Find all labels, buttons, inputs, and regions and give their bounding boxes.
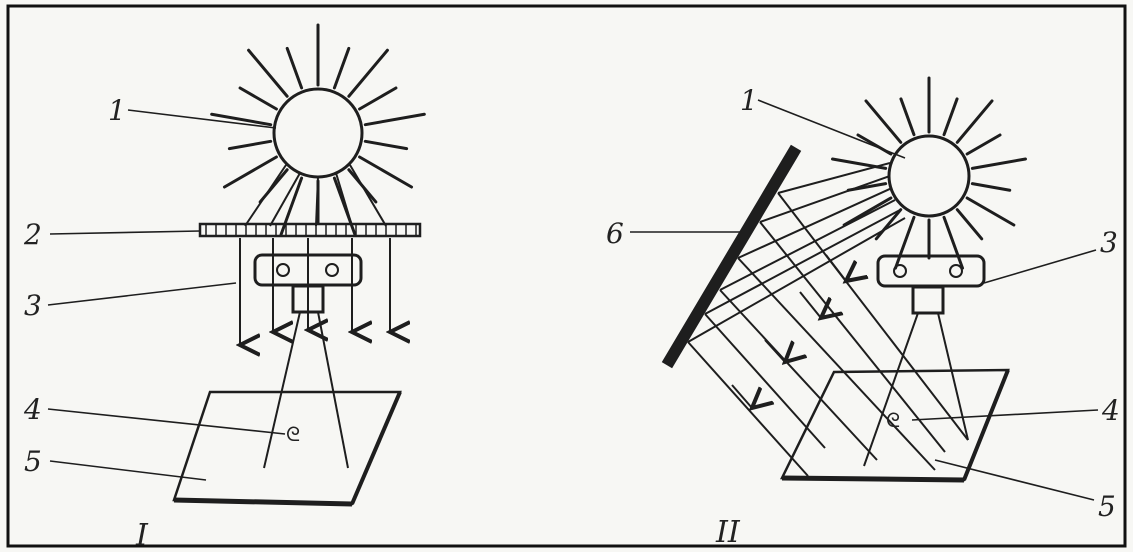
- reflector-mirror: [661, 144, 802, 369]
- reflected-rays-ii: [687, 192, 969, 477]
- sun-ii: [887, 134, 971, 218]
- sun-i: [272, 87, 364, 179]
- surface-ii: [780, 368, 1010, 483]
- incident-rays-ii: [687, 162, 906, 343]
- leader-lines-i: [47, 109, 286, 481]
- label-object-ii: 4: [1101, 394, 1120, 427]
- label-sun-ii: 1: [740, 84, 758, 117]
- label-camera-i: 3: [24, 289, 42, 322]
- frame: [6, 4, 1127, 548]
- surface-i: [172, 390, 402, 507]
- camera-i: [253, 253, 363, 469]
- label-sun-i: 1: [108, 94, 126, 127]
- sun-rays-i: [210, 23, 426, 236]
- leader-lines-ii: [630, 99, 1099, 501]
- label-reflector-ii: 6: [606, 217, 624, 250]
- light-rays-i: [244, 164, 387, 227]
- label-screen-i: 2: [23, 218, 42, 251]
- figure-i-numeral: I: [135, 518, 149, 552]
- object-glyph-ii: ᘓ: [886, 408, 900, 432]
- camera-ii: [863, 254, 986, 467]
- figure-ii: ᘓ 1 6 3 4 5 II: [606, 76, 1120, 550]
- label-surface-ii: 5: [1098, 490, 1116, 523]
- sun-rays-ii: [830, 76, 1028, 270]
- label-object-i: 4: [23, 393, 42, 426]
- figure-i: ᘓ 1 2 3 4 5 I: [23, 23, 426, 552]
- screen-grating: [198, 222, 422, 238]
- object-glyph-i: ᘓ: [286, 422, 300, 446]
- reflected-arrowheads-ii: [731, 254, 846, 408]
- figure-ii-numeral: II: [715, 515, 741, 550]
- label-surface-i: 5: [24, 445, 42, 478]
- label-camera-ii: 3: [1100, 226, 1118, 259]
